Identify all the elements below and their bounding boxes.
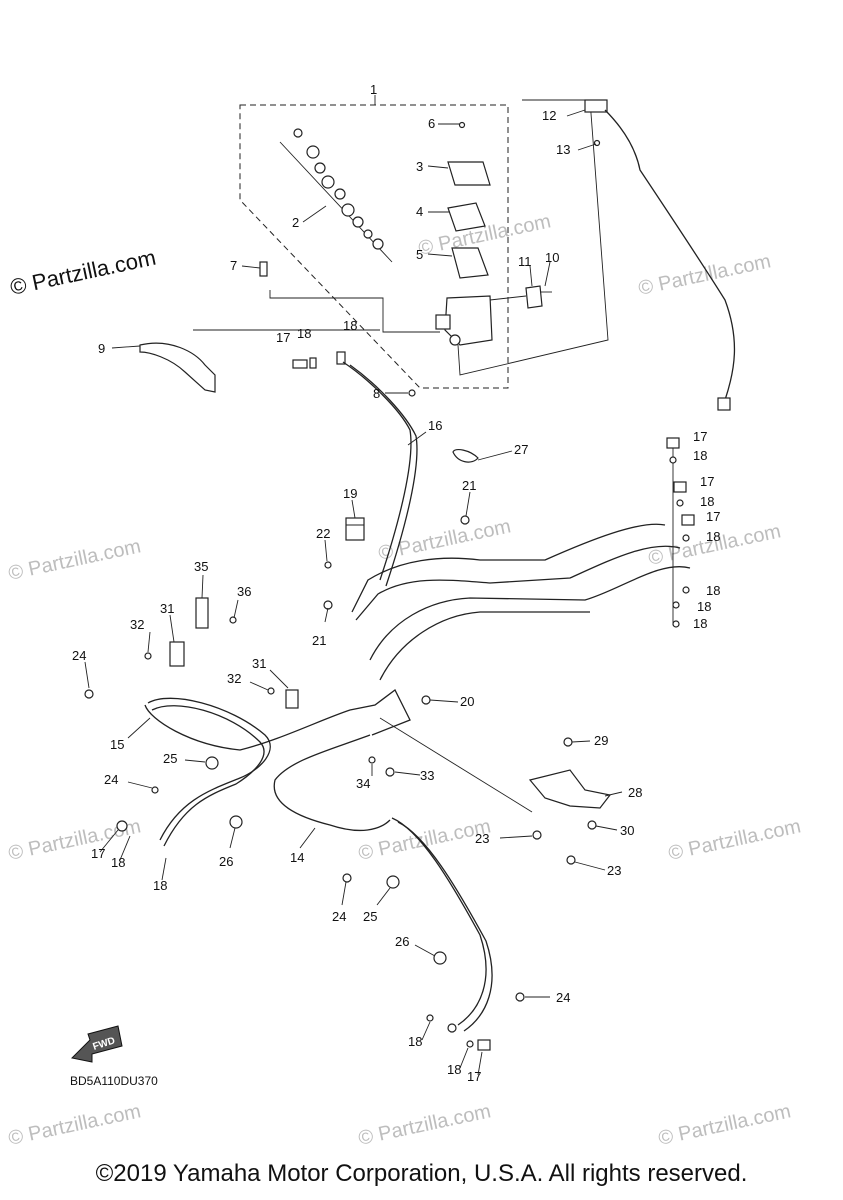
watermark: © Partzilla.com [6,1100,142,1150]
callout-25: 25 [363,909,377,924]
callout-18: 18 [693,448,707,463]
watermark: © Partzilla.com [416,210,552,260]
watermark: © Partzilla.com [6,535,142,585]
fwd-arrow: FWD [70,1025,123,1063]
watermark: © Partzilla.com [656,1100,792,1150]
watermark: © Partzilla.com [636,250,772,300]
callout-13: 13 [556,142,570,157]
switch-bracket-line [457,99,609,376]
callout-17: 17 [706,509,720,524]
callout-18: 18 [343,318,357,333]
screw-7 [259,261,268,277]
callout-24: 24 [72,648,86,663]
callout-29: 29 [594,733,608,748]
reservoir-parts [447,121,491,279]
callout-23: 23 [475,831,489,846]
callout-17: 17 [693,429,707,444]
callout-18: 18 [297,326,311,341]
watermark-group: © Partzilla.com © Partzilla.com © Partzi… [6,210,802,1150]
callout-7: 7 [230,258,237,273]
callout-21: 21 [462,478,476,493]
small-parts-lower [84,515,525,1051]
callout-11: 11 [518,254,532,269]
copyright-footer: ©2019 Yamaha Motor Corporation, U.S.A. A… [95,1160,748,1187]
callout-24: 24 [556,990,570,1005]
piston-kit [279,128,393,263]
brake-hose-16 [342,361,412,581]
callout-31: 31 [252,656,266,671]
callout-26: 26 [395,934,409,949]
callout-33: 33 [420,768,434,783]
watermark: © Partzilla.com [356,1100,492,1150]
watermark-main: © Partzilla.com [8,245,158,300]
callout-18: 18 [408,1034,422,1049]
callout-31: 31 [160,601,174,616]
callout-4: 4 [416,204,423,219]
callout-32: 32 [227,671,241,686]
callout-17: 17 [91,846,105,861]
callout-labels: 1 2 3 4 5 6 7 8 9 10 11 12 13 14 15 16 1… [72,82,720,1084]
diagram-code: BD5A110DU370 [70,1074,158,1088]
brake-hoses-lower [144,689,493,1032]
callout-28: 28 [628,785,642,800]
callout-17: 17 [276,330,290,345]
callout-24: 24 [104,772,118,787]
callout-12: 12 [542,108,556,123]
leader-lines [84,95,623,1076]
callout-15: 15 [110,737,124,752]
callout-22: 22 [316,526,330,541]
callout-1: 1 [370,82,377,97]
bracket-28 [528,737,612,865]
callout-18: 18 [697,599,711,614]
callout-30: 30 [620,823,634,838]
callout-6: 6 [428,116,435,131]
callout-18: 18 [706,583,720,598]
callout-23: 23 [607,863,621,878]
assembly-bracket-line [269,290,440,333]
brake-switch [489,285,552,309]
joint-19 [345,517,365,541]
callout-36: 36 [237,584,251,599]
watermark: © Partzilla.com [666,815,802,865]
callout-32: 32 [130,617,144,632]
callout-27: 27 [514,442,528,457]
callout-18: 18 [153,878,167,893]
bolt-column [666,437,695,628]
callout-5: 5 [416,247,423,262]
callout-9: 9 [98,341,105,356]
callout-18: 18 [693,616,707,631]
switch-wire [584,99,736,411]
clamp-27 [452,448,479,463]
callout-18: 18 [706,529,720,544]
watermark: © Partzilla.com [646,520,782,570]
brake-lever [139,342,216,393]
callout-26: 26 [219,854,233,869]
callout-19: 19 [343,486,357,501]
callout-18: 18 [700,494,714,509]
callout-8: 8 [373,386,380,401]
brake-pipes [351,523,691,681]
callout-18: 18 [111,855,125,870]
master-cylinder-group-box [239,104,509,389]
callout-34: 34 [356,776,370,791]
callout-16: 16 [428,418,442,433]
master-cylinder [408,295,493,397]
brake-hose-16 [349,364,418,587]
callout-10: 10 [545,250,559,265]
callout-17: 17 [467,1069,481,1084]
banjo-bolt [292,351,346,369]
callout-3: 3 [416,159,423,174]
callout-35: 35 [194,559,208,574]
callout-2: 2 [292,215,299,230]
callout-20: 20 [460,694,474,709]
callout-18: 18 [447,1062,461,1077]
callout-25: 25 [163,751,177,766]
callout-14: 14 [290,850,304,865]
watermark: © Partzilla.com [356,815,492,865]
callout-24: 24 [332,909,346,924]
callout-21: 21 [312,633,326,648]
callout-17: 17 [700,474,714,489]
